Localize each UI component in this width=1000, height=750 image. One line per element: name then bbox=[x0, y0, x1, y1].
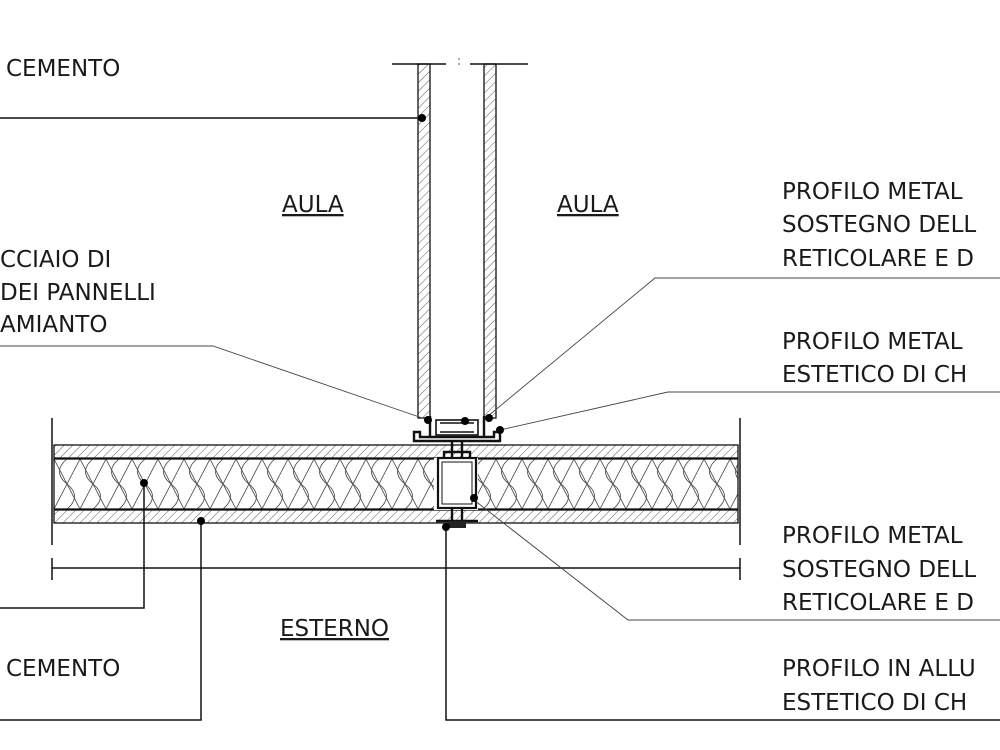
label-acciaio-3: AMIANTO bbox=[0, 312, 107, 338]
label-profilo-metal-c-2: SOSTEGNO DELL bbox=[782, 557, 976, 583]
label-profilo-metal-b-1: PROFILO METAL bbox=[782, 329, 963, 355]
label-profilo-allu-1: PROFILO IN ALLU bbox=[782, 656, 976, 682]
label-profilo-metal-a-1: PROFILO METAL bbox=[782, 179, 963, 205]
label-aula-left: AULA bbox=[282, 192, 344, 218]
label-cemento-top: CEMENTO bbox=[6, 56, 120, 82]
label-profilo-metal-b-2: ESTETICO DI CH bbox=[782, 362, 967, 388]
label-profilo-metal-a-2: SOSTEGNO DELL bbox=[782, 212, 976, 238]
reference-lines bbox=[51, 558, 741, 580]
joint-profiles bbox=[412, 416, 502, 528]
label-esterno: ESTERNO bbox=[280, 616, 389, 642]
leader-dots bbox=[140, 114, 504, 531]
label-acciaio-1: CCIAIO DI bbox=[0, 247, 111, 273]
label-profilo-metal-a-3: RETICOLARE E D bbox=[782, 246, 974, 272]
labels: CEMENTO AULA AULA CCIAIO DI DEI PANNELLI… bbox=[0, 56, 976, 716]
leader-lines bbox=[0, 117, 1000, 721]
partition-wall bbox=[392, 58, 528, 419]
sandwich-panel bbox=[51, 418, 741, 545]
label-profilo-metal-c-3: RETICOLARE E D bbox=[782, 590, 974, 616]
label-acciaio-2: DEI PANNELLI bbox=[0, 280, 156, 306]
label-aula-right: AULA bbox=[557, 192, 619, 218]
label-profilo-metal-c-1: PROFILO METAL bbox=[782, 523, 963, 549]
label-cemento-bottom: CEMENTO bbox=[6, 656, 120, 682]
label-profilo-allu-2: ESTETICO DI CH bbox=[782, 690, 967, 716]
